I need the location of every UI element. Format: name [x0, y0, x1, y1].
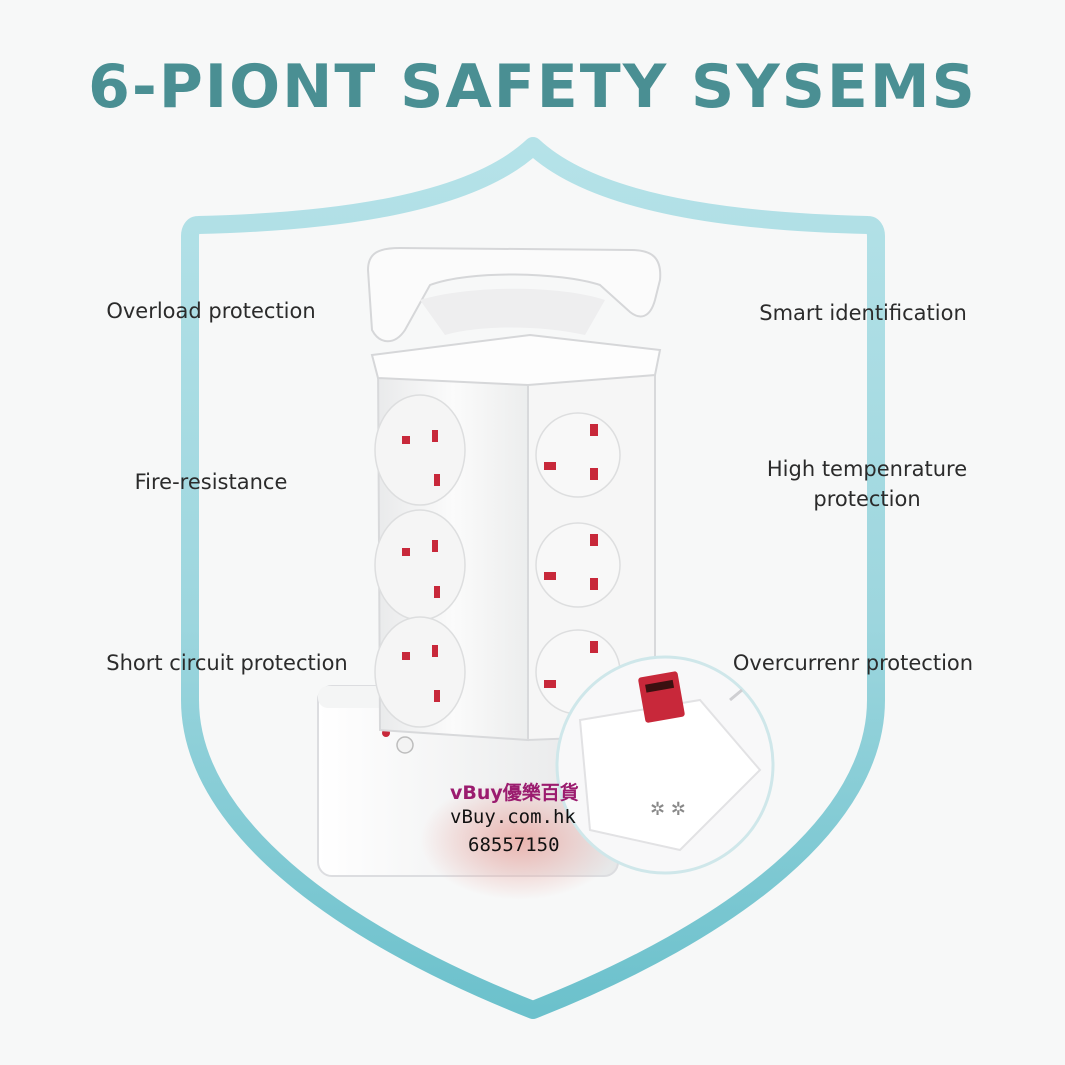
- watermark-site: vBuy.com.hk: [450, 806, 576, 828]
- feature-short-circuit-protection: Short circuit protection: [106, 651, 348, 675]
- power-button: [396, 736, 414, 754]
- carry-handle: [366, 246, 662, 343]
- socket-column-right: [535, 412, 621, 715]
- socket-column-left: [374, 394, 466, 728]
- feature-overload-protection: Overload protection: [106, 299, 316, 323]
- watermark-phone: 68557150: [468, 834, 560, 856]
- feature-high-temperature-line1: High tempenrature: [766, 457, 968, 481]
- feature-smart-identification: Smart identification: [759, 301, 967, 325]
- feature-overcurrent-protection: Overcurrenr protection: [732, 651, 974, 675]
- watermark-brand: vBuy優樂百貨: [450, 782, 579, 804]
- vent-icon: ✲ ✲: [650, 799, 686, 820]
- feature-high-temperature-line2: protection: [813, 487, 921, 511]
- inset-detail: ✲ ✲: [555, 655, 775, 875]
- page-title: 6-PIONT SAFETY SYSEMS: [88, 52, 977, 122]
- feature-fire-resistance: Fire-resistance: [134, 470, 288, 494]
